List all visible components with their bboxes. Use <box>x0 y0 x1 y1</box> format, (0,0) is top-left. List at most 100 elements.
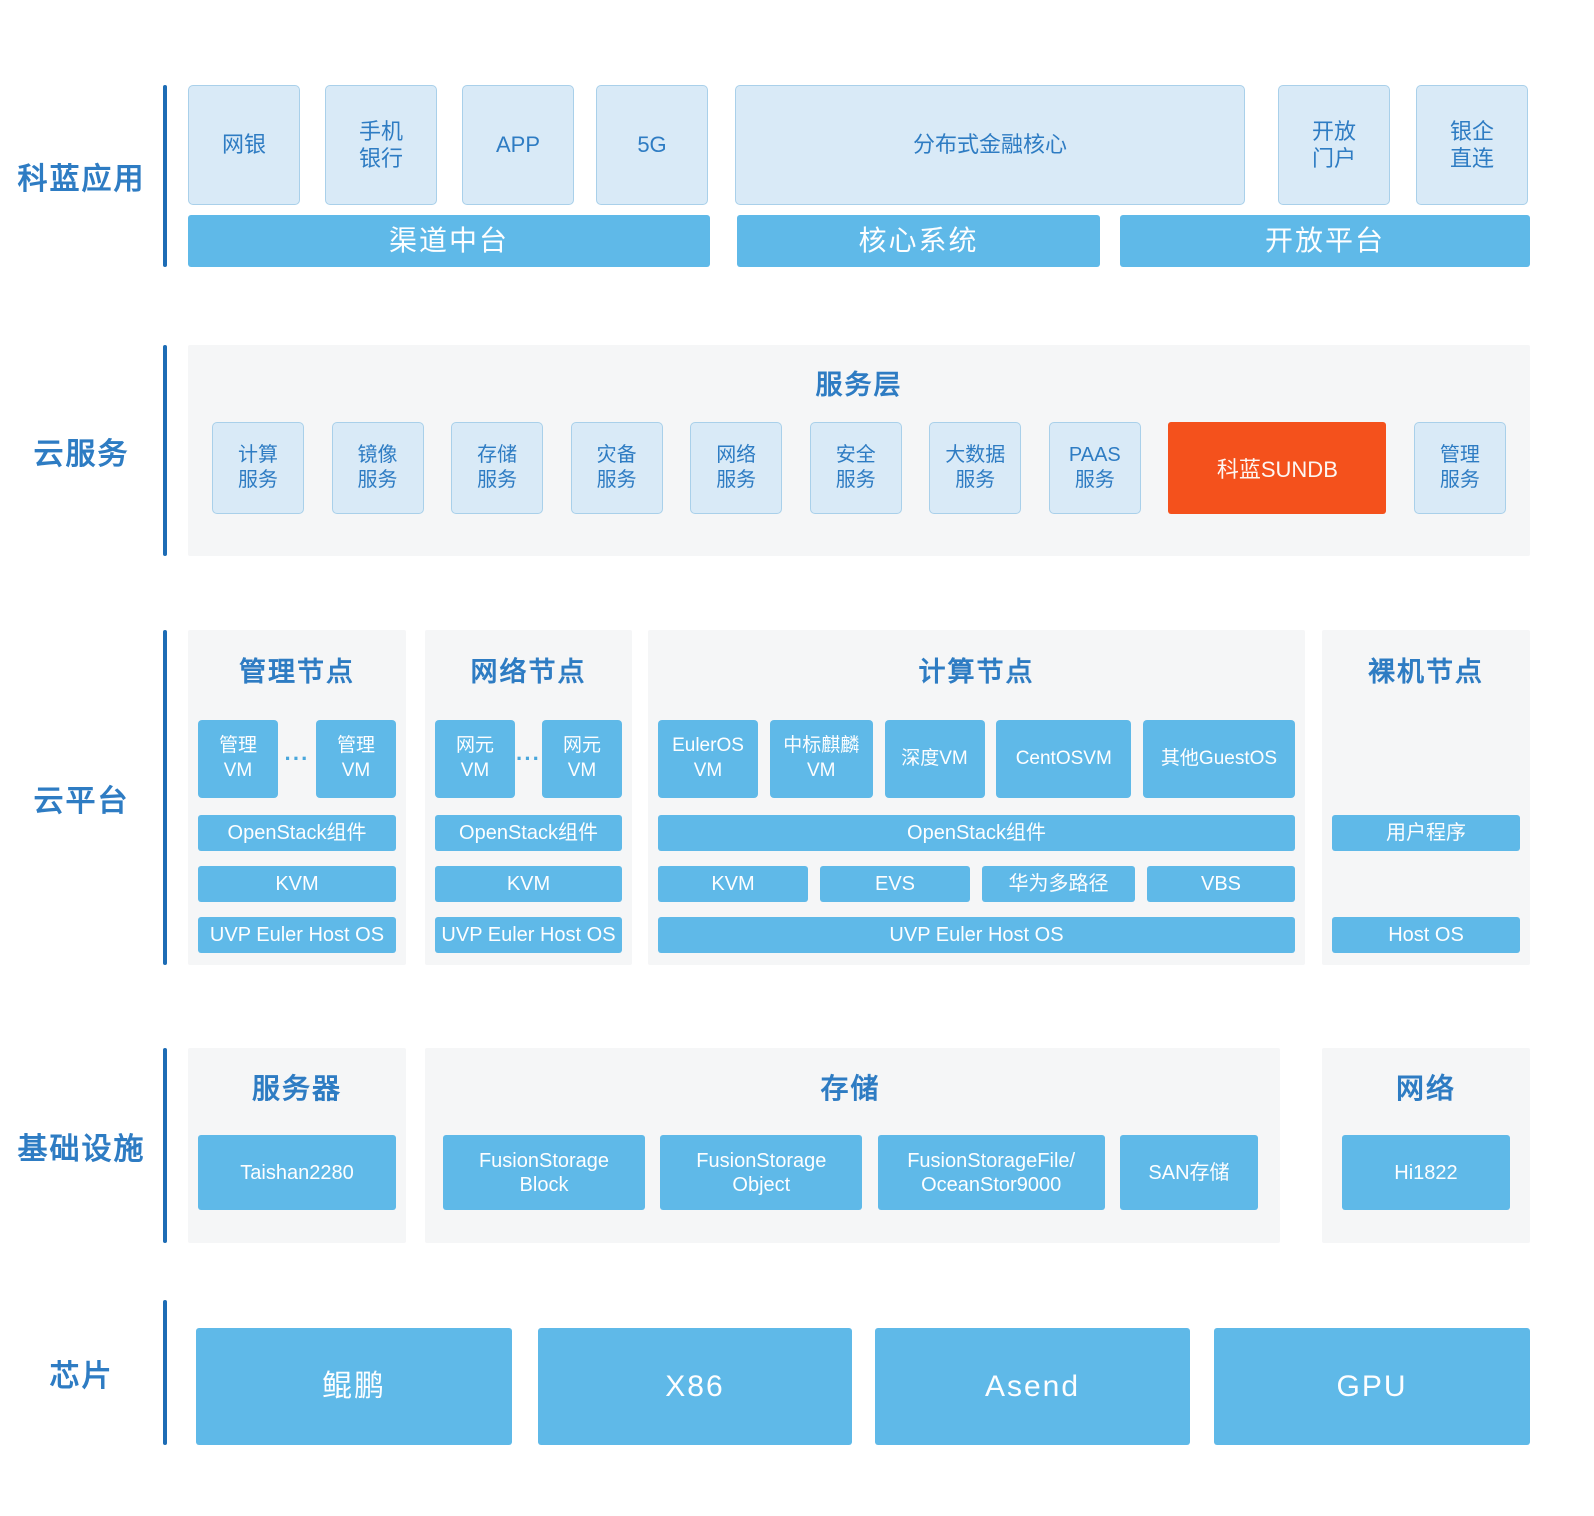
app-bar-row: 渠道中台 核心系统 开放平台 <box>188 215 1530 267</box>
service-box-network: 网络 服务 <box>690 422 783 514</box>
other-guestos-box: 其他GuestOS <box>1143 720 1295 798</box>
management-node-title: 管理节点 <box>239 657 355 687</box>
sundb-highlight-box: 科蓝SUNDB <box>1168 422 1387 514</box>
network-vm-row: 网元 VM ··· 网元 VM <box>435 720 622 798</box>
kunpeng-chip-box: 鲲鹏 <box>196 1328 512 1445</box>
app-box-bank-direct: 银企 直连 <box>1416 85 1528 205</box>
service-layer-title: 服务层 <box>815 370 903 400</box>
hi1822-box: Hi1822 <box>1342 1135 1510 1210</box>
fusionstorage-block-box: FusionStorage Block <box>443 1135 645 1210</box>
app-box-distributed-core: 分布式金融核心 <box>735 85 1245 205</box>
gpu-chip-box: GPU <box>1214 1328 1530 1445</box>
section-label-gutter: 科蓝应用 <box>0 85 163 267</box>
section-rule <box>163 630 167 965</box>
kvm-bar: KVM <box>658 866 808 902</box>
section-cloud-platform: 云平台 管理节点 管理 VM ··· 管理 VM OpenStack组件 KVM… <box>0 630 1594 965</box>
app-box-mobile-bank: 手机 银行 <box>325 85 437 205</box>
section-label-gutter: 基础设施 <box>0 1048 163 1243</box>
management-vm-box: 管理 VM <box>315 720 396 798</box>
section-label-cloud-platform: 云平台 <box>33 784 130 818</box>
infra-panel-storage: 存储 FusionStorage Block FusionStorage Obj… <box>425 1048 1280 1243</box>
fusionstorage-file-oceanstor-box: FusionStorageFile/ OceanStor9000 <box>877 1135 1105 1210</box>
openstack-components-bar: OpenStack组件 <box>198 815 396 851</box>
section-rule <box>163 1300 167 1445</box>
server-title: 服务器 <box>251 1073 342 1104</box>
server-box-row: Taishan2280 <box>198 1135 396 1210</box>
section-label-gutter: 芯片 <box>0 1300 163 1445</box>
openstack-components-bar: OpenStack组件 <box>435 815 622 851</box>
compute-node-title: 计算节点 <box>918 657 1035 687</box>
section-rule <box>163 85 167 267</box>
vbs-bar: VBS <box>1147 866 1295 902</box>
section-cloud-services: 云服务 服务层 计算 服务 镜像 服务 存储 服务 灾备 服务 网络 服务 安全… <box>0 345 1594 556</box>
app-box-5g: 5G <box>596 85 708 205</box>
service-box-image: 镜像 服务 <box>331 422 424 514</box>
neokylin-vm-box: 中标麒麟 VM <box>769 720 873 798</box>
storage-box-row: FusionStorage Block FusionStorage Object… <box>443 1135 1258 1210</box>
uvp-euler-host-os-bar: UVP Euler Host OS <box>658 917 1295 953</box>
host-os-bar: Host OS <box>1332 917 1520 953</box>
centos-vm-box: CentOSVM <box>996 720 1132 798</box>
network-element-vm-box: 网元 VM <box>435 720 515 798</box>
app-box-ebank: 网银 <box>188 85 300 205</box>
infra-panel-server: 服务器 Taishan2280 <box>188 1048 406 1243</box>
app-box-app: APP <box>462 85 574 205</box>
kvm-bar: KVM <box>435 866 622 902</box>
node-panel-management: 管理节点 管理 VM ··· 管理 VM OpenStack组件 KVM UVP… <box>188 630 406 965</box>
app-box-open-portal: 开放 门户 <box>1278 85 1390 205</box>
x86-chip-box: X86 <box>538 1328 852 1445</box>
section-label-infrastructure: 基础设施 <box>17 1132 146 1166</box>
node-panel-bare-metal: 裸机节点 用户程序 Host OS <box>1322 630 1530 965</box>
section-rule <box>163 345 167 556</box>
compute-vm-row: EulerOS VM 中标麒麟 VM 深度VM CentOSVM 其他Guest… <box>658 720 1295 798</box>
management-vm-box: 管理 VM <box>198 720 278 798</box>
infra-panel-network: 网络 Hi1822 <box>1322 1048 1530 1243</box>
management-vm-row: 管理 VM ··· 管理 VM <box>198 720 396 798</box>
huawei-multipath-bar: 华为多路径 <box>982 866 1135 902</box>
service-box-disaster-recovery: 灾备 服务 <box>570 422 663 514</box>
service-box-management: 管理 服务 <box>1413 422 1506 514</box>
asend-chip-box: Asend <box>875 1328 1190 1445</box>
network-title: 网络 <box>1395 1073 1456 1104</box>
service-box-compute: 计算 服务 <box>212 422 304 514</box>
section-label-kelan-apps: 科蓝应用 <box>17 163 146 196</box>
section-rule <box>163 1048 167 1243</box>
san-storage-box: SAN存储 <box>1119 1135 1258 1210</box>
service-box-bigdata: 大数据 服务 <box>929 422 1022 514</box>
user-program-bar: 用户程序 <box>1332 815 1520 851</box>
section-label-cloud-services: 云服务 <box>33 437 130 471</box>
section-label-chips: 芯片 <box>49 1359 114 1393</box>
uvp-euler-host-os-bar: UVP Euler Host OS <box>198 917 396 953</box>
section-chips: 芯片 鲲鹏 X86 Asend GPU <box>0 1300 1594 1445</box>
bare-metal-node-title: 裸机节点 <box>1368 657 1484 687</box>
deepin-vm-box: 深度VM <box>884 720 985 798</box>
kvm-bar: KVM <box>198 866 396 902</box>
service-box-row: 计算 服务 镜像 服务 存储 服务 灾备 服务 网络 服务 安全 服务 大数据 … <box>188 402 1530 514</box>
network-element-vm-box: 网元 VM <box>541 720 622 798</box>
euleros-vm-box: EulerOS VM <box>658 720 758 798</box>
section-label-gutter: 云服务 <box>0 345 163 556</box>
openstack-components-bar: OpenStack组件 <box>658 815 1295 851</box>
bar-channel-middle-platform: 渠道中台 <box>188 215 710 267</box>
taishan-server-box: Taishan2280 <box>198 1135 396 1210</box>
chip-box-row: 鲲鹏 X86 Asend GPU <box>188 1328 1530 1445</box>
bar-core-system: 核心系统 <box>737 215 1100 267</box>
node-panel-network: 网络节点 网元 VM ··· 网元 VM OpenStack组件 KVM UVP… <box>425 630 632 965</box>
evs-bar: EVS <box>820 866 970 902</box>
ellipsis-dots: ··· <box>284 746 310 771</box>
service-box-storage: 存储 服务 <box>451 422 544 514</box>
section-infrastructure: 基础设施 服务器 Taishan2280 存储 FusionStorage Bl… <box>0 1048 1594 1243</box>
section-label-gutter: 云平台 <box>0 630 163 965</box>
ellipsis-dots: ··· <box>516 746 541 771</box>
fusionstorage-object-box: FusionStorage Object <box>660 1135 863 1210</box>
bar-open-platform: 开放平台 <box>1120 215 1530 267</box>
node-panel-compute: 计算节点 EulerOS VM 中标麒麟 VM 深度VM CentOSVM 其他… <box>648 630 1305 965</box>
app-box-row: 网银 手机 银行 APP 5G 分布式金融核心 开放 门户 银企 直连 <box>188 85 1530 205</box>
service-box-paas: PAAS 服务 <box>1048 422 1141 514</box>
service-box-security: 安全 服务 <box>809 422 902 514</box>
network-node-title: 网络节点 <box>470 657 587 687</box>
network-box-row: Hi1822 <box>1342 1135 1510 1210</box>
uvp-euler-host-os-bar: UVP Euler Host OS <box>435 917 622 953</box>
service-layer-panel: 服务层 计算 服务 镜像 服务 存储 服务 灾备 服务 网络 服务 安全 服务 … <box>188 345 1530 556</box>
hypervisor-row: KVM EVS 华为多路径 VBS <box>658 866 1295 902</box>
